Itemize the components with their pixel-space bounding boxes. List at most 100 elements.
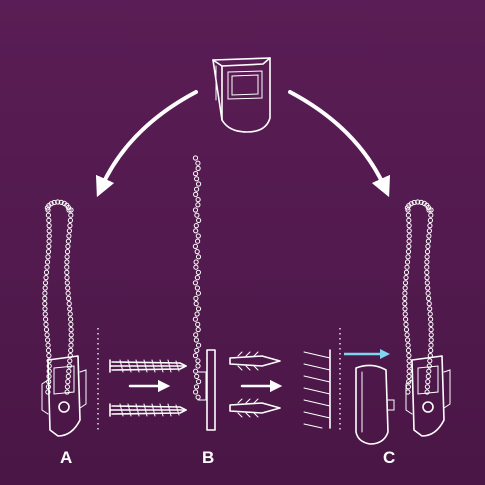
chain-bead (404, 259, 411, 265)
chain-bead (195, 394, 201, 400)
chain-bead (195, 165, 201, 171)
chain-bead (65, 373, 71, 379)
chain-bead (51, 199, 57, 206)
chain-bead (428, 316, 434, 322)
chain-bead (406, 217, 412, 223)
chain-bead (411, 199, 417, 206)
chain-bead (65, 238, 72, 244)
chain-bead (194, 176, 200, 182)
chain-bead (195, 290, 201, 296)
chain-bead (194, 275, 200, 281)
wall-plate-icon (197, 349, 216, 431)
chain-bead (66, 368, 72, 374)
chain-bead (402, 290, 408, 296)
chain-bead (66, 207, 72, 213)
chain-bead (64, 275, 70, 281)
chain-bead (405, 212, 411, 218)
chain-bead (64, 384, 71, 390)
chain-bead (43, 269, 50, 275)
wall-plug-icon (229, 351, 281, 371)
chain-bead (46, 353, 52, 359)
chain-bead (193, 228, 199, 234)
chain-bead (67, 358, 73, 364)
chain-bead (68, 316, 74, 322)
chain-bead (192, 280, 198, 286)
chain-bead (195, 269, 201, 275)
chain-bead (196, 379, 202, 385)
chain-bead (424, 269, 430, 275)
chain-bead (406, 228, 412, 234)
chain-bead (196, 217, 202, 223)
chain-bead (64, 259, 70, 265)
chain-bead (424, 275, 430, 281)
chain-bead (418, 199, 424, 205)
chain-bead (428, 327, 434, 333)
chain-bead (424, 254, 430, 260)
chain-bead (44, 264, 50, 270)
chain-bead (46, 217, 52, 223)
label-c: C (383, 448, 395, 467)
chain-bead (65, 285, 71, 291)
chain-bead (42, 311, 48, 317)
chain-bead (426, 207, 432, 213)
chain-bead (424, 280, 430, 286)
chain-bead (428, 337, 434, 343)
chain-bead (196, 342, 202, 348)
chain-bead (66, 228, 73, 234)
chain-bead (42, 295, 48, 301)
chain-bead (405, 347, 412, 353)
chain-bead (194, 373, 200, 379)
chain-bead (415, 199, 421, 205)
chain-bead (65, 243, 71, 249)
chain-bead (65, 379, 71, 385)
chain-bead (194, 347, 200, 353)
chain-bead (428, 347, 434, 353)
chain-bead (425, 290, 431, 296)
chain-bead (425, 243, 431, 249)
chain-bead (195, 306, 202, 312)
chain-bead (45, 389, 51, 395)
wall-hatch-icon (303, 349, 331, 429)
chain-bead (194, 311, 200, 317)
chain-bead (43, 275, 49, 281)
chain-bead (192, 207, 199, 213)
chain-bead (427, 311, 433, 317)
chain-bead (194, 285, 200, 291)
chain-bead (67, 217, 74, 223)
chain-bead (425, 379, 431, 385)
chain-bead (45, 212, 52, 218)
chain-bead (404, 264, 410, 270)
chain-bead (405, 337, 411, 343)
chain-bead (46, 363, 52, 369)
chain-bead (405, 249, 412, 255)
chain-bead (193, 301, 199, 307)
label-a: A (60, 448, 72, 467)
label-b: B (202, 448, 214, 467)
chain-bead (406, 243, 412, 249)
chain-bead (427, 358, 433, 364)
chain-bead (424, 264, 430, 270)
chain-bead (426, 295, 432, 301)
chain-bead (405, 384, 411, 390)
chain-bead (43, 316, 49, 322)
chain-bead (406, 373, 412, 379)
chain-bead (404, 332, 410, 338)
chain-bead (406, 233, 412, 239)
chain-bead (428, 342, 434, 348)
chain-bead (403, 327, 410, 333)
cover-icon (355, 364, 395, 445)
wall-plug-icon (229, 398, 281, 418)
chain-bead (406, 223, 412, 229)
chain-bead (193, 389, 199, 395)
chain-bead (403, 269, 410, 275)
chain-bead (64, 249, 71, 255)
chain-bead (195, 202, 201, 208)
chain-bead (427, 217, 433, 223)
chain-bead (46, 228, 52, 234)
chain-bead (425, 373, 431, 379)
chain-bead (426, 228, 432, 234)
chain-bead (68, 342, 74, 348)
chain-bead (195, 363, 201, 369)
